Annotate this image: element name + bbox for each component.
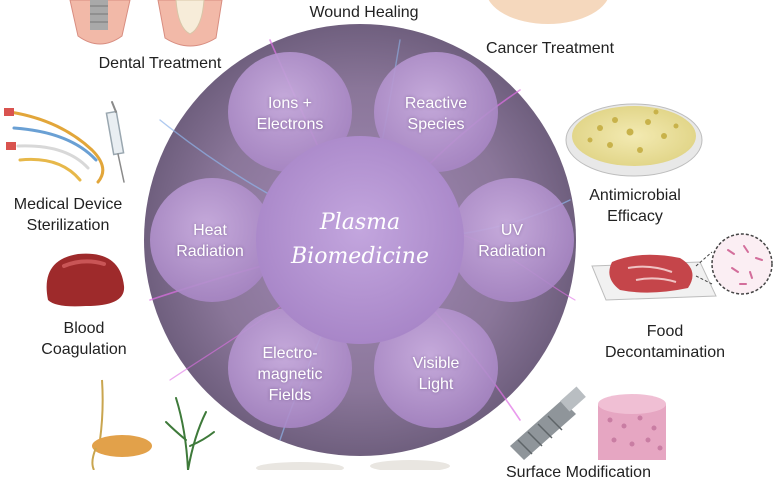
blood-clot-illustration bbox=[46, 253, 125, 307]
petal-reactive-line2: Species bbox=[407, 116, 465, 133]
petal-visible-line1: Visible bbox=[412, 355, 460, 372]
center-title-line1: Plasma bbox=[319, 210, 401, 235]
center-circle bbox=[256, 136, 464, 344]
petal-heat-line1: Heat bbox=[193, 222, 227, 239]
petal-reactive-species bbox=[374, 52, 498, 172]
label-surface-modification: Surface Modification bbox=[506, 464, 651, 481]
petal-label-heat-radiation: Heat Radiation bbox=[160, 220, 260, 262]
petal-em-line2: magnetic bbox=[257, 366, 323, 383]
petal-reactive-line1: Reactive bbox=[404, 95, 468, 112]
petal-heat-line2: Radiation bbox=[176, 243, 244, 260]
label-blood-line2: Coagulation bbox=[41, 341, 127, 358]
petals bbox=[150, 52, 574, 428]
food-tray-illustration bbox=[591, 233, 773, 301]
petal-em-line1: Electro- bbox=[262, 345, 318, 362]
petal-label-em-fields: Electro- magnetic Fields bbox=[240, 343, 340, 406]
cancer-cell-illustration bbox=[488, 0, 608, 24]
label-device-line1: Medical Device bbox=[13, 196, 123, 213]
label-device-line2: Sterilization bbox=[26, 217, 110, 234]
label-wound-healing: Wound Healing bbox=[309, 4, 419, 21]
petal-label-uv-radiation: UV Radiation bbox=[462, 220, 562, 262]
petal-em-fields bbox=[228, 308, 352, 428]
label-antimicrobial-line1: Antimicrobial bbox=[589, 187, 681, 204]
diagram-svg bbox=[4, 0, 773, 470]
petal-ions-line2: Electrons bbox=[256, 116, 324, 133]
label-food-decontamination: Food Decontamination bbox=[590, 321, 740, 363]
petal-label-ions-electrons: Ions + Electrons bbox=[240, 93, 340, 135]
label-antimicrobial-line2: Efficacy bbox=[607, 208, 663, 225]
label-food-line2: Decontamination bbox=[604, 344, 726, 361]
implant-screw-illustration bbox=[510, 386, 586, 460]
petal-uv-line1: UV bbox=[500, 222, 524, 239]
label-antimicrobial: Antimicrobial Efficacy bbox=[570, 185, 700, 227]
label-food-line1: Food bbox=[646, 323, 684, 340]
porous-scaffold-illustration bbox=[598, 394, 666, 460]
label-cancer-treatment: Cancer Treatment bbox=[485, 40, 615, 57]
petal-label-reactive-species: Reactive Species bbox=[386, 93, 486, 135]
petal-heat-radiation bbox=[150, 178, 274, 302]
petal-ions-electrons bbox=[228, 52, 352, 172]
bottom-faint-illustration bbox=[256, 460, 450, 470]
petal-visible-light bbox=[374, 308, 498, 428]
petal-em-line3: Fields bbox=[268, 387, 312, 404]
center-title-line2: Biomedicine bbox=[291, 244, 429, 269]
petri-dish-illustration bbox=[565, 103, 703, 177]
petal-label-visible-light: Visible Light bbox=[386, 353, 486, 395]
petal-uv-radiation bbox=[450, 178, 574, 302]
label-dental-treatment: Dental Treatment bbox=[98, 55, 222, 72]
tooth-implant-illustration bbox=[69, 0, 223, 47]
petal-visible-line2: Light bbox=[418, 376, 454, 393]
petal-ions-line1: Ions + bbox=[267, 95, 313, 112]
center-title: Plasma Biomedicine bbox=[262, 206, 458, 274]
label-device-sterilization: Medical Device Sterilization bbox=[0, 194, 136, 236]
medical-device-illustration bbox=[4, 101, 125, 184]
petal-uv-line2: Radiation bbox=[478, 243, 546, 260]
seed-plant-illustration bbox=[91, 379, 215, 470]
label-blood-coagulation: Blood Coagulation bbox=[26, 318, 142, 360]
label-blood-line1: Blood bbox=[63, 320, 105, 337]
